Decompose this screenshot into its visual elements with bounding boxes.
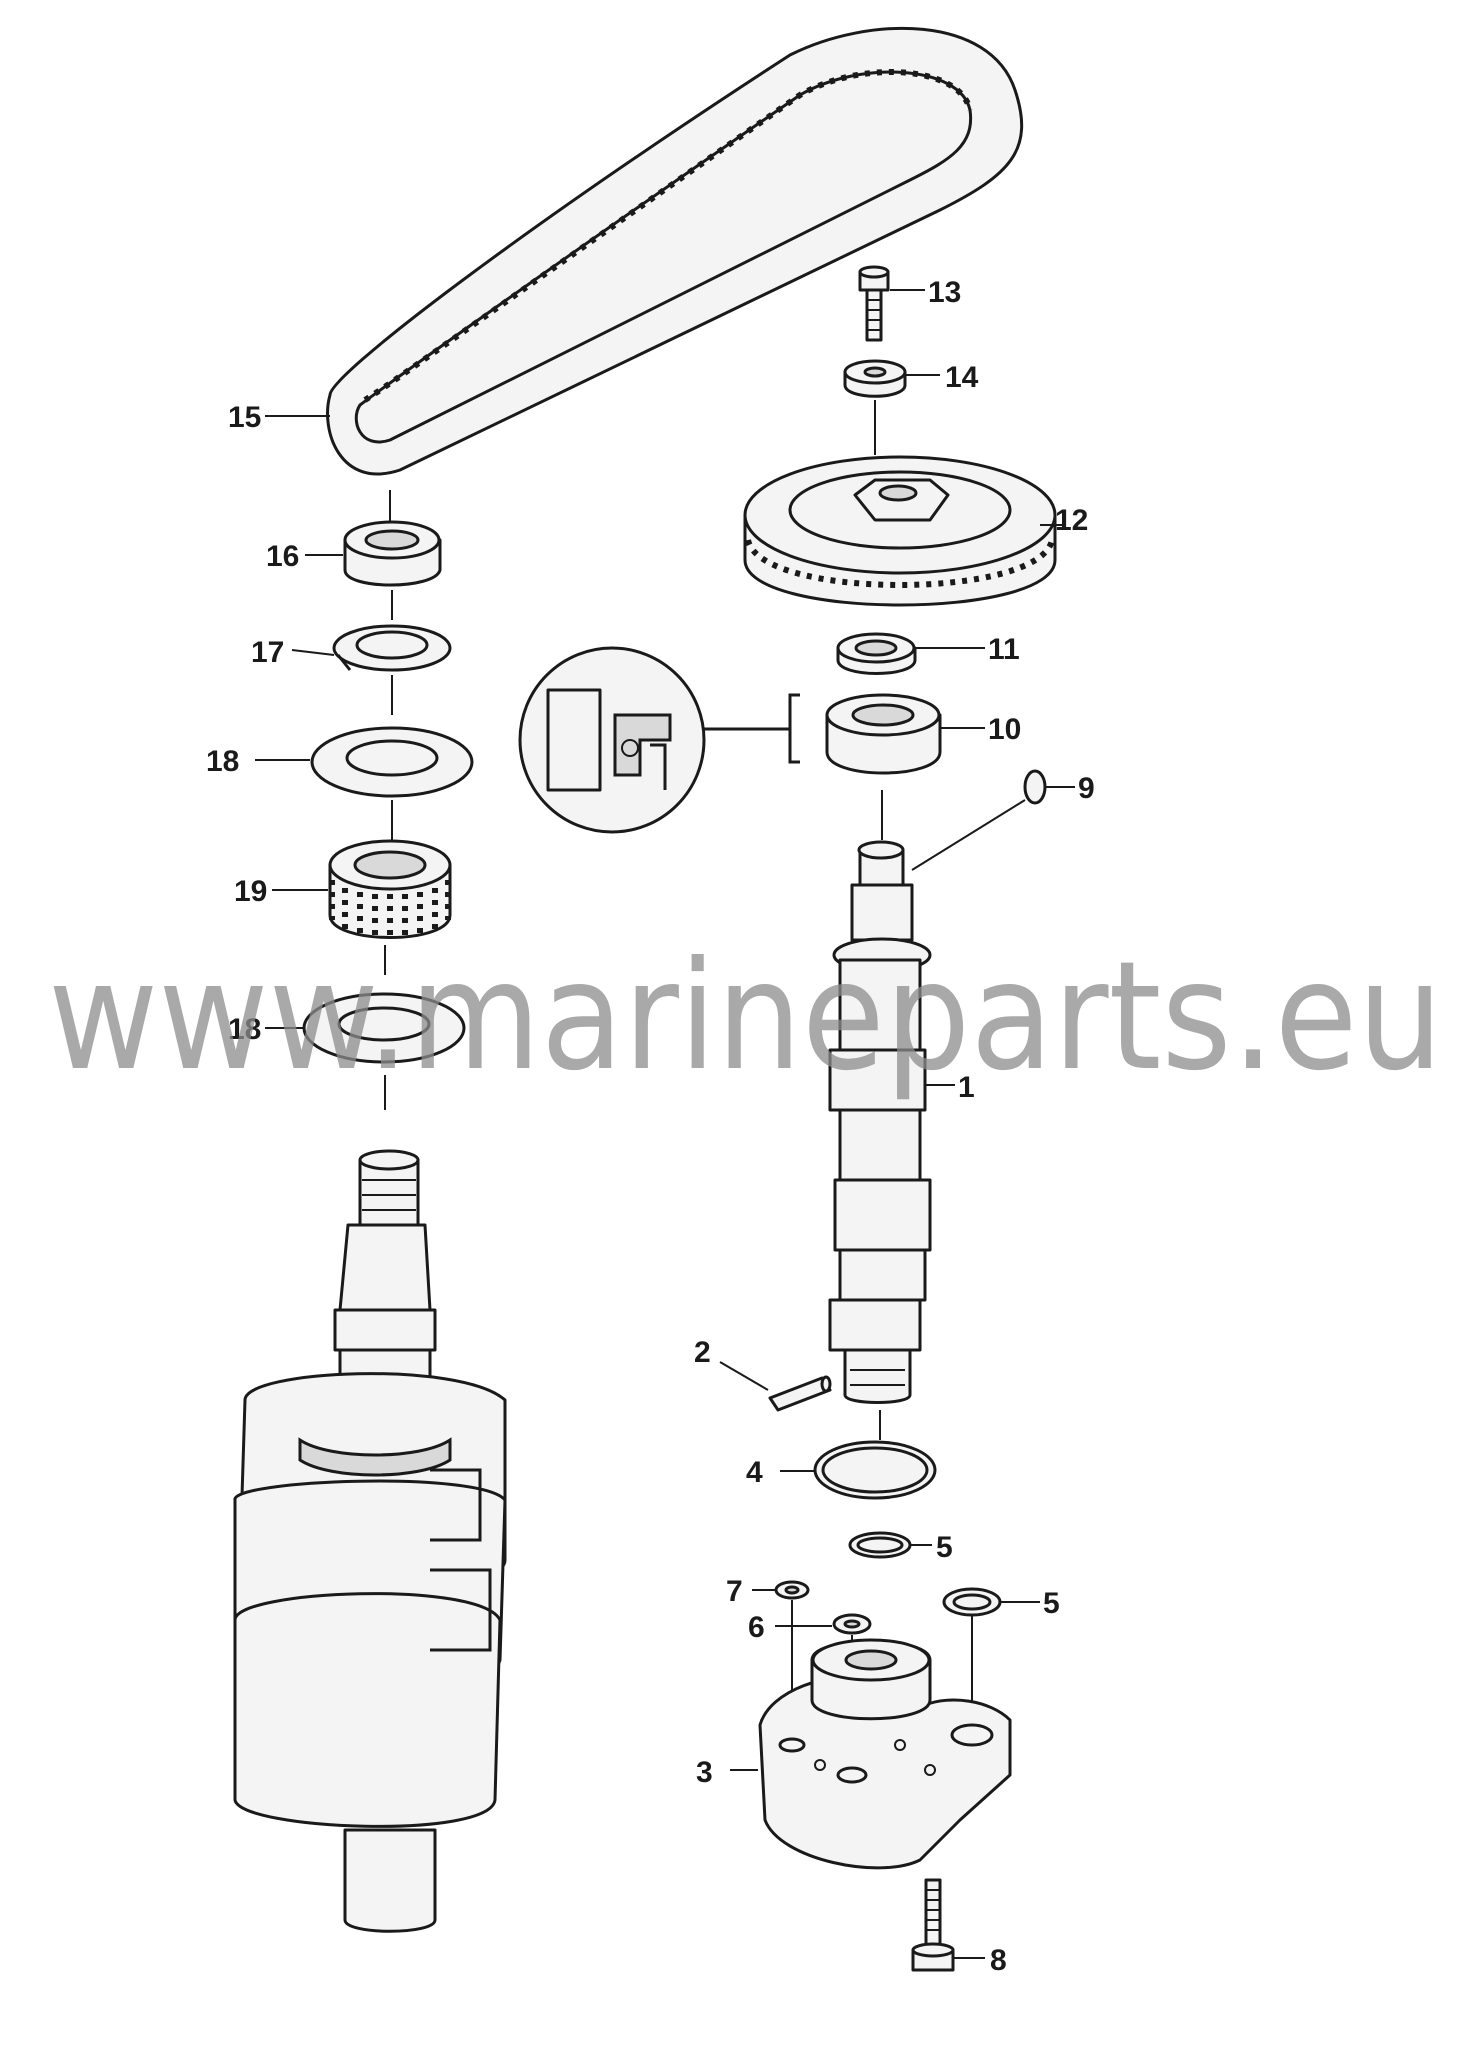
seal-washer [832, 1613, 872, 1635]
callout-8: 8 [990, 1944, 1007, 1977]
camshaft-key [1023, 769, 1047, 805]
o-ring-small-right [942, 1587, 1002, 1617]
callout-5-right: 5 [1043, 1587, 1060, 1620]
callout-9: 9 [1078, 772, 1095, 805]
callout-16: 16 [266, 540, 299, 573]
callout-2: 2 [694, 1336, 711, 1369]
callout-19: 19 [234, 875, 267, 908]
camshaft-oil-seal [836, 632, 917, 675]
washer-small [774, 1580, 810, 1600]
o-ring-small-center [848, 1531, 912, 1559]
sprocket-washer [843, 359, 907, 398]
watermark: www.marineparts.eu [48, 930, 1443, 1104]
pulley-plate-upper [310, 726, 474, 798]
dowel-pin [768, 1375, 832, 1412]
callout-4: 4 [746, 1456, 763, 1489]
callout-12: 12 [1055, 504, 1088, 537]
callout-18-upper: 18 [206, 745, 239, 778]
callout-18-lower: 18 [228, 1013, 261, 1046]
sprocket-bolt [858, 265, 890, 342]
callout-10: 10 [988, 713, 1021, 746]
callout-1: 1 [958, 1071, 975, 1104]
bearing-seal-detail-inset [518, 646, 706, 834]
callout-13: 13 [928, 276, 961, 309]
camshaft-sprocket [743, 455, 1057, 607]
callout-17: 17 [251, 636, 284, 669]
oil-pump-housing [758, 1638, 1012, 1870]
timing-belt [326, 26, 1024, 476]
crankshaft-sprocket [328, 839, 452, 939]
o-ring-large [813, 1440, 937, 1500]
callout-6: 6 [748, 1611, 765, 1644]
callout-5-center: 5 [936, 1531, 953, 1564]
crankshaft [233, 1149, 507, 1933]
crankshaft-nut [343, 520, 442, 587]
camshaft [828, 840, 932, 1404]
callout-11: 11 [988, 633, 1020, 666]
callout-14: 14 [945, 361, 979, 394]
callout-3: 3 [696, 1756, 713, 1789]
callout-7: 7 [726, 1575, 743, 1608]
callout-15: 15 [228, 401, 261, 434]
oil-pump-bolt [911, 1878, 955, 1972]
camshaft-bearing [825, 693, 942, 775]
lock-washer [332, 624, 452, 672]
